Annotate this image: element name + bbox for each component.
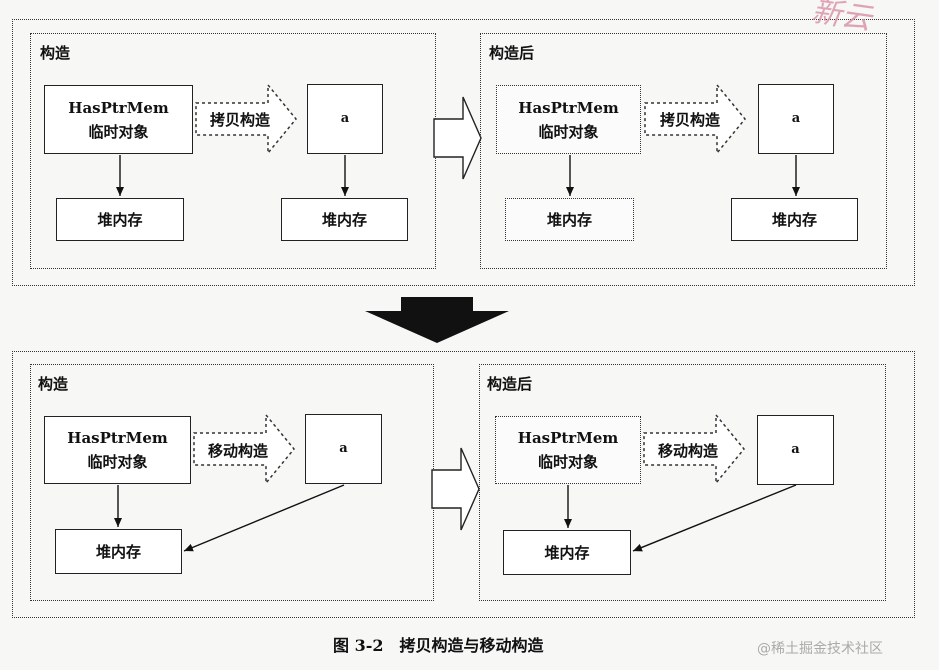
object-sub: 临时对象 — [538, 122, 599, 141]
heap-label: 堆内存 — [321, 210, 367, 229]
move-before-label: 构造 — [38, 375, 69, 393]
object-name: HasPtrMem — [518, 98, 619, 117]
move-after-heap: 堆内存 — [503, 530, 631, 575]
target-label: a — [791, 442, 800, 457]
copy-before-temp-object: HasPtrMem 临时对象 — [44, 85, 193, 154]
heap-label: 堆内存 — [97, 210, 143, 229]
move-before-heap: 堆内存 — [55, 529, 182, 574]
dashed-copy-arrow — [644, 82, 746, 156]
copy-action-label: 拷贝构造 — [659, 111, 720, 129]
down-arrow — [365, 297, 509, 343]
copy-after-heap-left: 堆内存 — [505, 198, 634, 241]
copy-panel — [12, 19, 915, 286]
copy-after-target-a: a — [758, 84, 834, 154]
copy-action-label: 拷贝构造 — [209, 111, 270, 129]
move-action-label: 移动构造 — [207, 442, 268, 460]
heap-label: 堆内存 — [544, 543, 590, 562]
heap-label: 堆内存 — [771, 210, 817, 229]
copy-before-heap-right: 堆内存 — [281, 198, 408, 241]
move-action-label: 移动构造 — [657, 442, 718, 460]
move-before-target-a: a — [305, 414, 382, 484]
watermark-text: @稀土掘金技术社区 — [757, 641, 883, 657]
target-label: a — [791, 111, 801, 126]
figure-caption: 图 3-2 拷贝构造与移动构造 — [333, 636, 544, 655]
heap-label: 堆内存 — [546, 210, 592, 229]
object-sub: 临时对象 — [537, 453, 598, 471]
object-name: HasPtrMem — [68, 98, 169, 117]
transition-arrow — [431, 447, 480, 531]
dashed-move-arrow — [193, 412, 295, 486]
heap-label: 堆内存 — [95, 542, 141, 561]
move-panel — [12, 351, 915, 618]
dashed-move-arrow — [643, 412, 745, 486]
pointer-arrow — [183, 484, 345, 552]
move-after-label: 构造后 — [487, 375, 533, 393]
copy-after-heap-right: 堆内存 — [731, 198, 858, 241]
object-sub: 临时对象 — [88, 122, 149, 141]
object-sub: 临时对象 — [87, 453, 148, 471]
copy-before-heap-left: 堆内存 — [56, 198, 184, 241]
pointer-arrow — [632, 484, 797, 552]
object-name: HasPtrMem — [517, 429, 619, 447]
move-after-target-a: a — [757, 415, 834, 485]
target-label: a — [339, 441, 348, 456]
copy-after-label: 构造后 — [489, 44, 535, 62]
object-name: HasPtrMem — [67, 429, 168, 447]
copy-after-temp-object: HasPtrMem 临时对象 — [496, 85, 641, 154]
copy-after-frame — [480, 33, 887, 269]
transition-arrow — [433, 96, 482, 180]
target-label: a — [340, 111, 350, 126]
move-after-frame — [479, 364, 886, 601]
dashed-copy-arrow — [195, 82, 297, 156]
copy-before-label: 构造 — [40, 44, 71, 62]
copy-before-target-a: a — [307, 84, 383, 154]
move-before-temp-object: HasPtrMem 临时对象 — [44, 416, 191, 484]
move-after-temp-object: HasPtrMem 临时对象 — [495, 416, 641, 484]
